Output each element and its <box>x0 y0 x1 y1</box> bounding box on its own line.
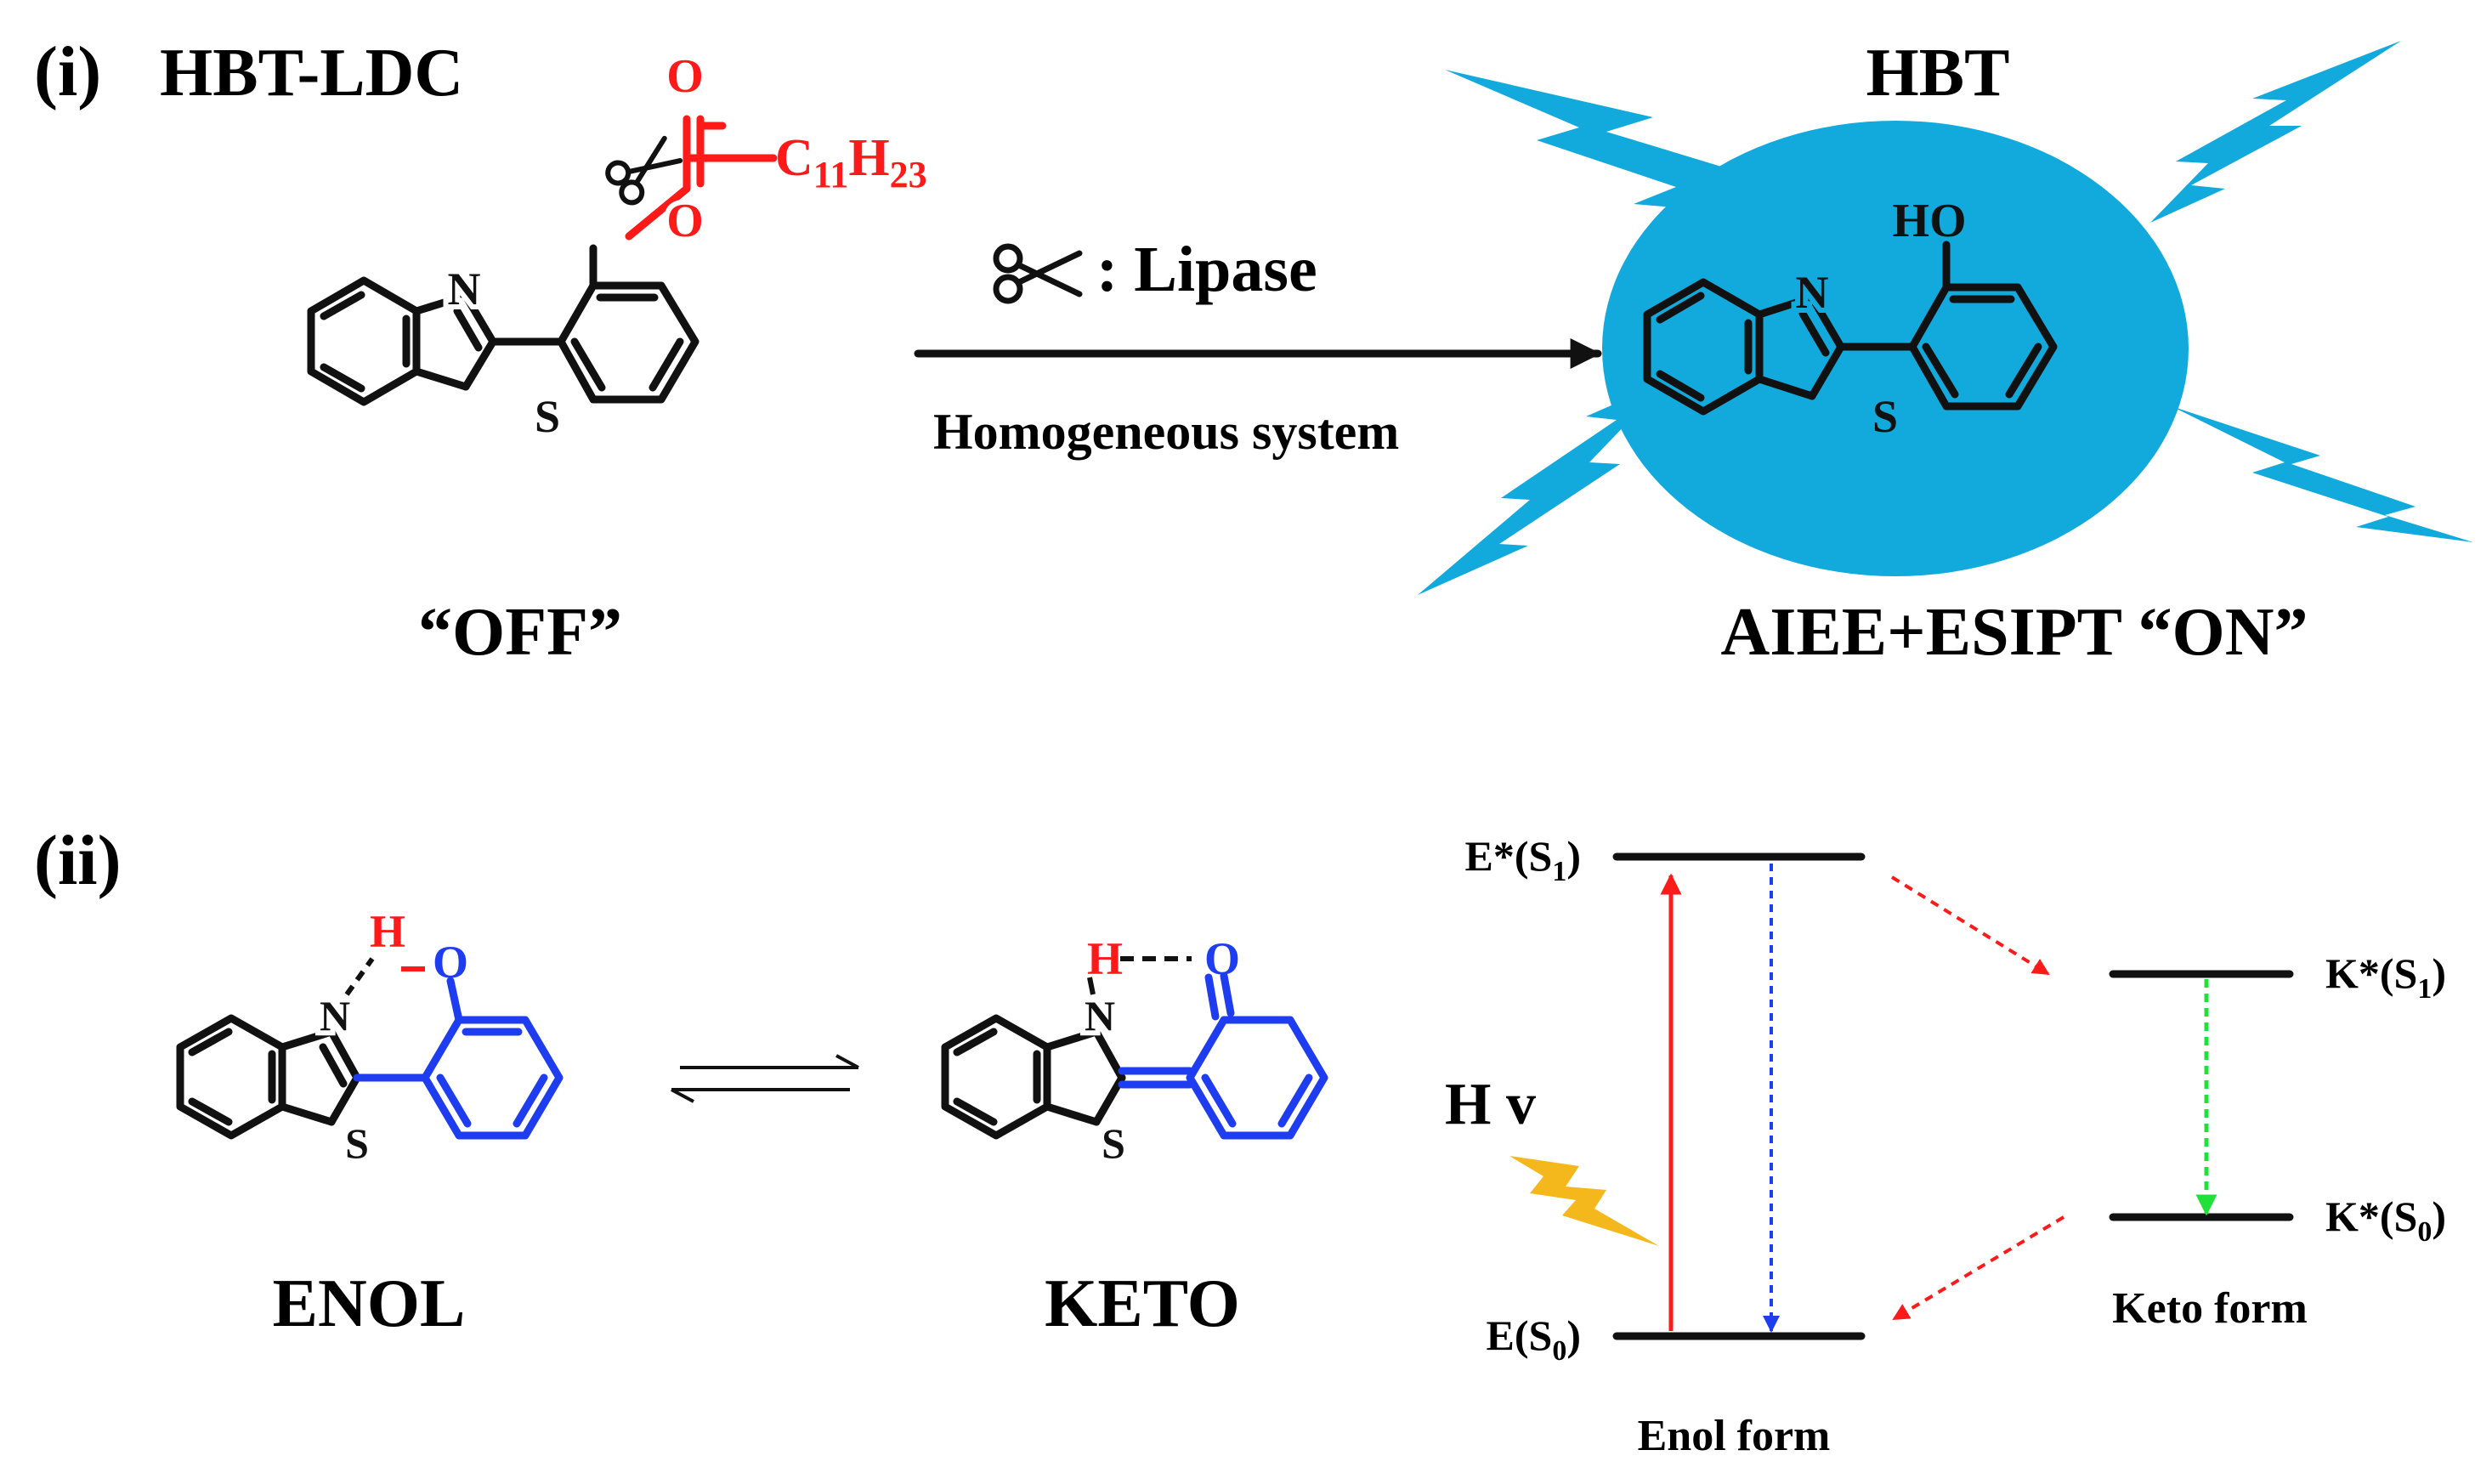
lightning-bolt-icon <box>1418 381 1668 595</box>
enol-structure: N N S S H O <box>176 906 564 1172</box>
k-star-s1-label: K*(S1) <box>2325 949 2446 1005</box>
keto-h-atom: H <box>1087 933 1123 984</box>
enol-o-atom: O <box>433 937 468 988</box>
svg-text:S: S <box>1872 391 1898 442</box>
hv-label: H v <box>1445 1072 1536 1137</box>
svg-text:N: N <box>448 263 481 314</box>
carbonyl-o-atom: O <box>666 50 704 103</box>
keto-n-atom: N <box>1085 992 1115 1039</box>
reactant-name: HBT-LDC <box>160 36 463 110</box>
enol-s-atom: S <box>345 1119 369 1167</box>
panel-ii-label: (ii) <box>34 821 122 900</box>
enol-n-atom: N <box>320 992 350 1039</box>
reverse-proton-transfer-arrow <box>1892 1215 2065 1321</box>
panel-ii: (ii) N N S S H O <box>34 821 2446 1460</box>
c11h23-chain: C11H23 <box>775 129 927 195</box>
equilibrium-arrows <box>671 1054 859 1103</box>
product-n-atom: N <box>1796 267 1829 318</box>
enol-h-atom: H <box>370 906 405 957</box>
panel-i: (i) HBT-LDC <box>34 32 2473 670</box>
reactant-n-atom: N <box>448 263 481 314</box>
reactant-phenyl-ring <box>557 281 699 404</box>
reactant-s-atom: S <box>535 391 560 442</box>
scissors-icon <box>605 135 683 206</box>
svg-text:N: N <box>320 992 350 1039</box>
e-star-s1-label: E*(S1) <box>1465 832 1581 887</box>
e-s0-label: E(S0) <box>1487 1311 1581 1367</box>
ester-bond <box>625 184 691 241</box>
esipt-arrow <box>1890 875 2050 976</box>
svg-text:O: O <box>666 195 704 247</box>
excitation-lightning-icon <box>1509 1156 1659 1246</box>
svg-text:N: N <box>1796 267 1829 318</box>
enol-label: ENOL <box>273 1266 466 1341</box>
lightning-bolt-icon <box>2150 41 2401 223</box>
product-ho-group: HO <box>1892 195 1966 247</box>
homogeneous-system-label: Homogeneous system <box>933 404 1399 460</box>
esipt-energy-diagram: H v E*(S1) E(S0) K*(S1) K*(S0) Enol form… <box>1445 832 2446 1460</box>
lightning-bolt-icon <box>1445 70 1815 219</box>
lipase-label: : Lipase <box>1096 234 1317 305</box>
product-name: HBT <box>1866 36 2010 110</box>
lightning-bolt-icon <box>2172 406 2473 542</box>
panel-i-label: (i) <box>34 32 101 111</box>
hbt-ldc-structure: N N S S O O O C11H23 <box>307 50 927 447</box>
keto-label: KETO <box>1045 1266 1240 1341</box>
keto-structure: N N S S H O <box>941 933 1328 1172</box>
hbt-structure: N N S S HO <box>1643 195 2058 447</box>
ester-o-atom: O <box>666 195 704 247</box>
keto-form-label: Keto form <box>2112 1284 2308 1333</box>
svg-text:S: S <box>535 391 560 442</box>
svg-text:N: N <box>1085 992 1115 1039</box>
lipase-scissors-icon <box>993 243 1083 304</box>
svg-text:S: S <box>1102 1119 1125 1167</box>
on-state-label: AIEE+ESIPT “ON” <box>1721 595 2308 670</box>
keto-s-atom: S <box>1102 1119 1125 1167</box>
keto-o-atom: O <box>1204 933 1240 984</box>
reactant-benzothiazole <box>307 276 565 406</box>
off-state-label: “OFF” <box>418 595 622 670</box>
k-star-s0-label: K*(S0) <box>2325 1192 2446 1248</box>
enol-form-label: Enol form <box>1638 1412 1831 1460</box>
product-s-atom: S <box>1872 391 1898 442</box>
svg-text:S: S <box>345 1119 369 1167</box>
